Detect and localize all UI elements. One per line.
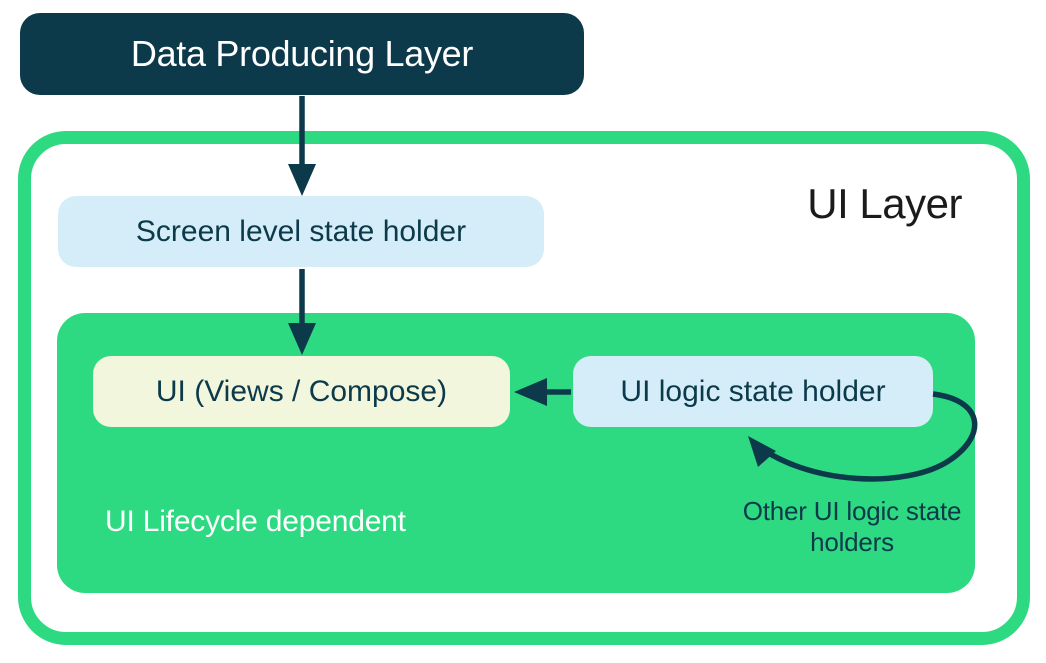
screen-level-state-holder-box: Screen level state holder bbox=[58, 196, 544, 267]
ui-views-compose-label: UI (Views / Compose) bbox=[155, 374, 448, 408]
data-producing-layer-label: Data Producing Layer bbox=[130, 33, 474, 74]
ui-views-compose-box: UI (Views / Compose) bbox=[93, 356, 510, 427]
ui-layer-title: UI Layer bbox=[807, 180, 962, 227]
ui-lifecycle-dependent-label: UI Lifecycle dependent bbox=[105, 505, 406, 538]
other-ui-logic-state-holders-label: Other UI logic state holders bbox=[742, 496, 962, 558]
ui-logic-state-holder-label: UI logic state holder bbox=[620, 374, 886, 408]
ui-logic-state-holder-box: UI logic state holder bbox=[573, 356, 933, 427]
screen-level-state-holder-label: Screen level state holder bbox=[135, 214, 467, 248]
data-producing-layer-box: Data Producing Layer bbox=[20, 13, 584, 95]
